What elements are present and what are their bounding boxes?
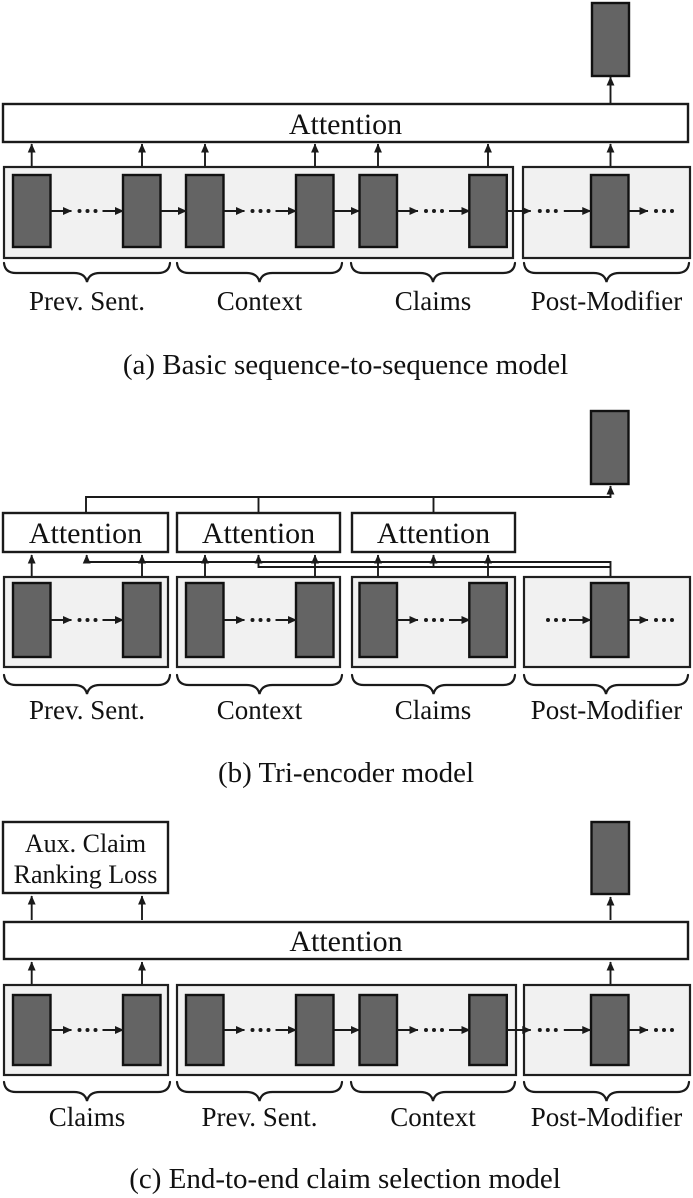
brace	[350, 673, 517, 696]
hidden-state-box	[468, 993, 508, 1067]
brace	[349, 1080, 517, 1103]
panel-basic-seq2seq: Attention Prev	[1, 1, 692, 381]
attention-label: Attention	[377, 517, 490, 550]
attention-label: Attention	[29, 517, 142, 550]
hidden-state-box	[184, 993, 225, 1067]
decoder-state-box	[589, 993, 630, 1067]
segment-label: Claims	[395, 286, 472, 316]
segment-label: Post-Modifier	[531, 695, 683, 725]
output-state-box	[589, 409, 630, 486]
attention-bar	[1, 102, 690, 144]
brace	[349, 261, 517, 284]
brace	[175, 261, 344, 284]
brace	[175, 1080, 344, 1103]
attention-box	[175, 511, 342, 554]
hidden-state-box	[11, 993, 52, 1067]
brace	[522, 673, 690, 696]
segment-label: Prev. Sent.	[29, 695, 145, 725]
segment-label: Context	[390, 1102, 476, 1132]
attention-label: Attention	[202, 517, 315, 550]
brace	[175, 673, 344, 696]
brace	[2, 1080, 172, 1103]
hidden-state-box	[294, 173, 335, 249]
hidden-state-box	[184, 173, 225, 249]
decoder-query-wire	[82, 554, 612, 583]
brace	[522, 1080, 691, 1103]
decoder-query-wire	[254, 554, 611, 568]
attention-bar	[2, 920, 690, 961]
segment-braces	[2, 1080, 691, 1103]
decoder-state-box	[589, 581, 630, 659]
brace	[522, 261, 691, 284]
attention-label: Attention	[289, 108, 402, 141]
encoder-group-box	[2, 165, 515, 260]
aux-ranking-loss-box	[1, 820, 170, 895]
brace	[2, 673, 172, 696]
hidden-state-box	[358, 581, 399, 659]
segment-label: Context	[217, 286, 303, 316]
panel-tri-encoder: Attention Attention Attention	[1, 409, 692, 789]
hidden-state-box	[121, 581, 162, 659]
hidden-state-box	[468, 173, 508, 249]
segment-braces	[2, 673, 690, 696]
panel-caption: (a) Basic sequence-to-sequence model	[123, 349, 568, 381]
aux-loss-label-line1: Aux. Claim	[25, 829, 146, 858]
attention-box	[1, 511, 170, 554]
hidden-state-box	[121, 173, 162, 249]
segment-label: Post-Modifier	[531, 286, 683, 316]
segment-label: Claims	[49, 1102, 126, 1132]
attention-label: Attention	[289, 925, 402, 958]
hidden-state-box	[358, 993, 399, 1067]
segment-label: Prev. Sent.	[202, 1102, 318, 1132]
hidden-state-box	[121, 993, 162, 1067]
aux-loss-label-line2: Ranking Loss	[14, 860, 158, 889]
panel-caption: (b) Tri-encoder model	[218, 757, 474, 789]
panel-end-to-end: Aux. Claim Ranking Loss Attention	[1, 820, 692, 1195]
segment-label: Prev. Sent.	[29, 286, 145, 316]
hidden-state-box	[468, 581, 508, 659]
segment-braces	[2, 261, 691, 284]
hidden-state-box	[294, 581, 335, 659]
segment-label: Context	[217, 695, 303, 725]
hidden-state-box	[11, 173, 52, 249]
attention-box	[350, 511, 517, 554]
decoder-state-box	[589, 173, 630, 249]
panel-caption: (c) End-to-end claim selection model	[129, 1163, 561, 1195]
attention-outputs-wire	[85, 485, 615, 513]
hidden-state-box	[11, 581, 52, 659]
hidden-state-box	[184, 581, 225, 659]
hidden-state-box	[294, 993, 335, 1067]
hidden-state-box	[358, 173, 399, 249]
output-state-box	[590, 820, 631, 896]
output-state-box	[590, 1, 631, 78]
segment-label: Claims	[395, 695, 472, 725]
brace	[2, 261, 172, 284]
segment-label: Post-Modifier	[531, 1102, 683, 1132]
